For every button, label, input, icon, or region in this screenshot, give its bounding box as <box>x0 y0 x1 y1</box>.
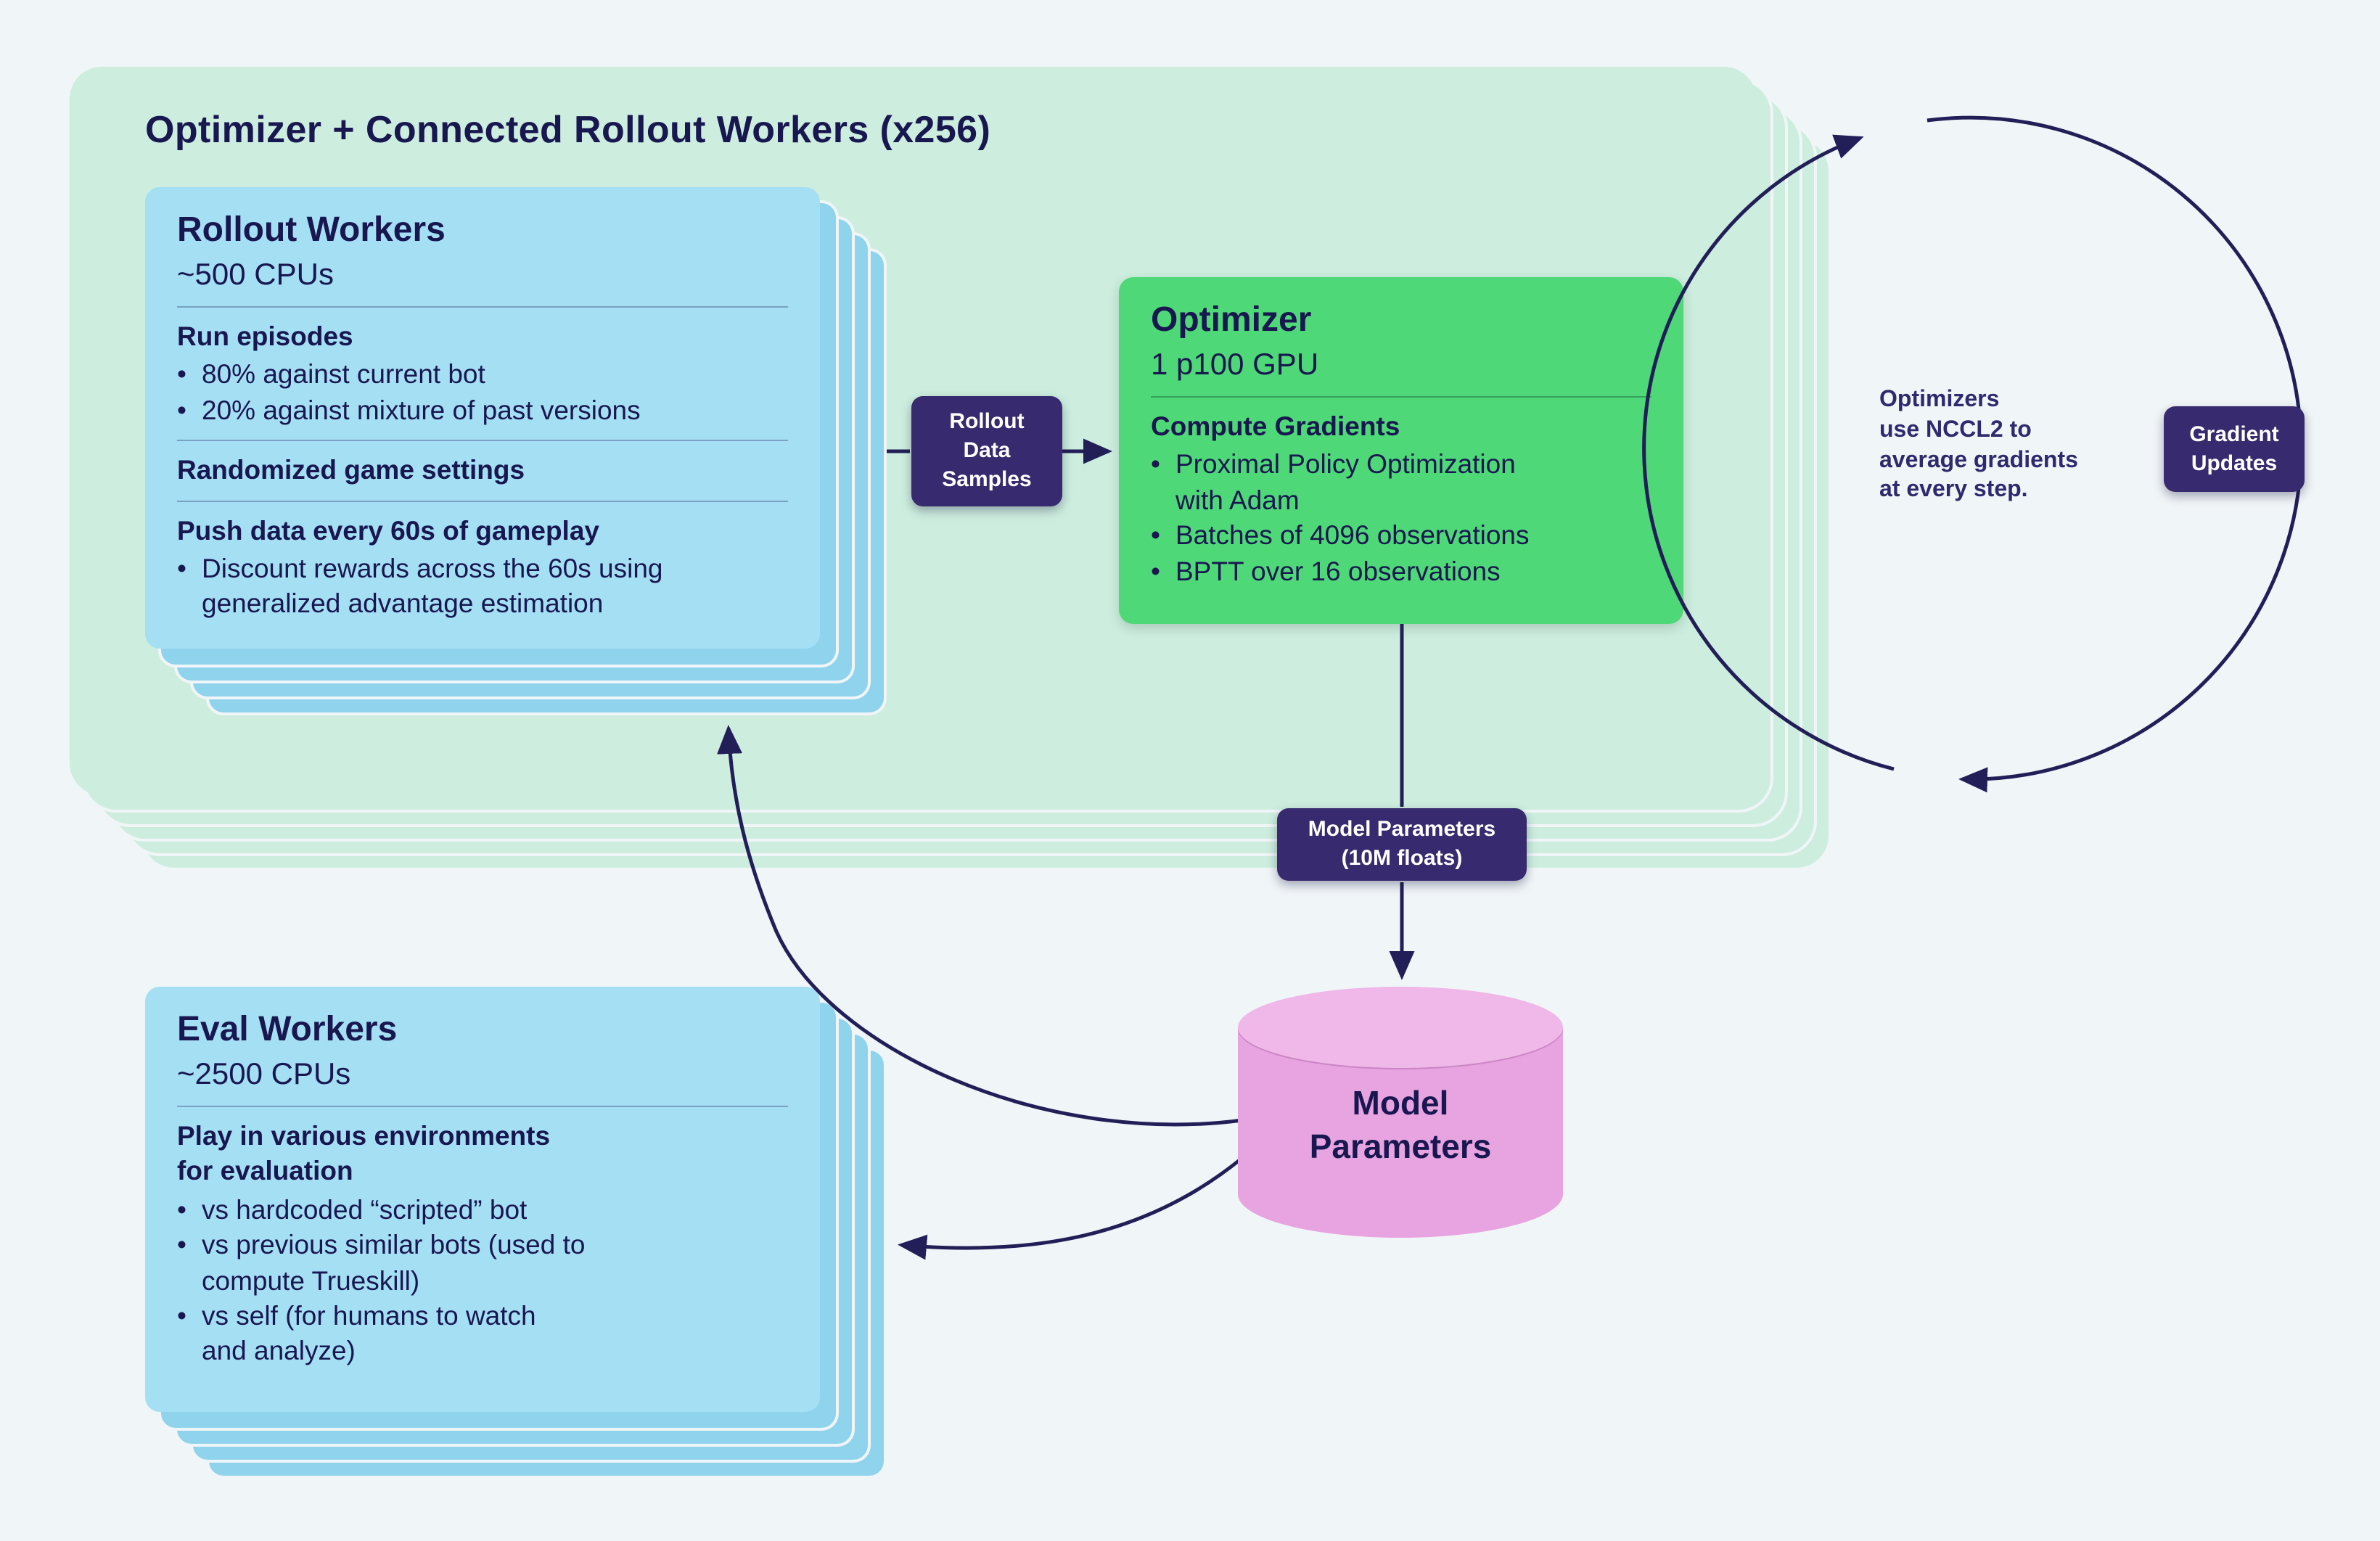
bullet-list: vs hardcoded “scripted” bot vs previous … <box>177 1193 788 1370</box>
eval-subtitle: ~2500 CPUs <box>177 1057 351 1091</box>
eval-title: Eval Workers <box>177 1010 398 1049</box>
bullet-list: 80% against current bot 20% against mixt… <box>177 358 788 429</box>
rollout-section-push-data: Push data every 60s of gameplay Discount… <box>145 501 820 633</box>
rollout-data-samples-badge: Rollout Data Samples <box>911 396 1062 506</box>
arrow-cylinder-to-eval <box>898 1156 1244 1260</box>
eval-workers-card-stack: Eval Workers ~2500 CPUs Play in various … <box>145 987 884 1476</box>
divider <box>1151 395 1651 398</box>
rollout-workers-card: Rollout Workers ~500 CPUs Run episodes 8… <box>145 187 820 649</box>
divider <box>177 305 788 308</box>
eval-card-header: Eval Workers ~2500 CPUs <box>145 987 820 1106</box>
bullet-item: Discount rewards across the 60s using ge… <box>177 551 788 622</box>
section-header: Push data every 60s of gameplay <box>177 514 599 546</box>
eval-section-environments: Play in various environments for evaluat… <box>145 1107 820 1381</box>
model-parameters-badge: Model Parameters (10M floats) <box>1277 808 1527 881</box>
nccl-note: Optimizers use NCCL2 to average gradient… <box>1879 387 2078 503</box>
cylinder-label: Model Parameters <box>1309 1084 1492 1165</box>
divider <box>177 500 788 502</box>
rollout-title: Rollout Workers <box>177 210 446 250</box>
optimizer-title: Optimizer <box>1151 300 1312 340</box>
diagram-title: Optimizer + Connected Rollout Workers (x… <box>145 107 991 151</box>
optimizer-section-compute-gradients: Compute Gradients Proximal Policy Optimi… <box>1119 398 1683 601</box>
rollout-card-header: Rollout Workers ~500 CPUs <box>145 187 820 306</box>
rollout-subtitle: ~500 CPUs <box>177 258 334 292</box>
section-header: Randomized game settings <box>177 454 525 485</box>
gradient-updates-badge: Gradient Updates <box>2164 406 2305 492</box>
bullet-item: Batches of 4096 observations <box>1151 518 1651 554</box>
bullet-list: Discount rewards across the 60s using ge… <box>177 551 788 622</box>
bullet-list: Proximal Policy Optimization with Adam B… <box>1151 448 1651 590</box>
section-header: Compute Gradients <box>1151 410 1400 441</box>
bullet-item: Proximal Policy Optimization with Adam <box>1151 448 1651 519</box>
bullet-item: 20% against mixture of past versions <box>177 393 788 430</box>
rollout-section-randomized-settings: Randomized game settings <box>145 441 820 500</box>
divider <box>177 1105 788 1107</box>
model-parameters-cylinder: Model Parameters <box>1238 987 1563 1238</box>
cylinder-top-ellipse <box>1238 987 1563 1068</box>
bullet-item: 80% against current bot <box>177 358 788 394</box>
rollout-section-run-episodes: Run episodes 80% against current bot 20%… <box>145 308 820 440</box>
optimizer-card-header: Optimizer 1 p100 GPU <box>1119 277 1683 396</box>
bullet-item: BPTT over 16 observations <box>1151 554 1651 590</box>
divider <box>177 440 788 442</box>
eval-workers-card: Eval Workers ~2500 CPUs Play in various … <box>145 987 820 1412</box>
bullet-item: vs previous similar bots (used to comput… <box>177 1228 788 1299</box>
optimizer-card: Optimizer 1 p100 GPU Compute Gradients P… <box>1119 277 1683 624</box>
bullet-item: vs hardcoded “scripted” bot <box>177 1193 788 1229</box>
section-header: Play in various environments for evaluat… <box>177 1119 551 1186</box>
bullet-item: vs self (for humans to watch and analyze… <box>177 1299 788 1370</box>
rollout-workers-card-stack: Rollout Workers ~500 CPUs Run episodes 8… <box>145 187 884 712</box>
section-header: Run episodes <box>177 320 353 351</box>
optimizer-subtitle: 1 p100 GPU <box>1151 348 1319 382</box>
